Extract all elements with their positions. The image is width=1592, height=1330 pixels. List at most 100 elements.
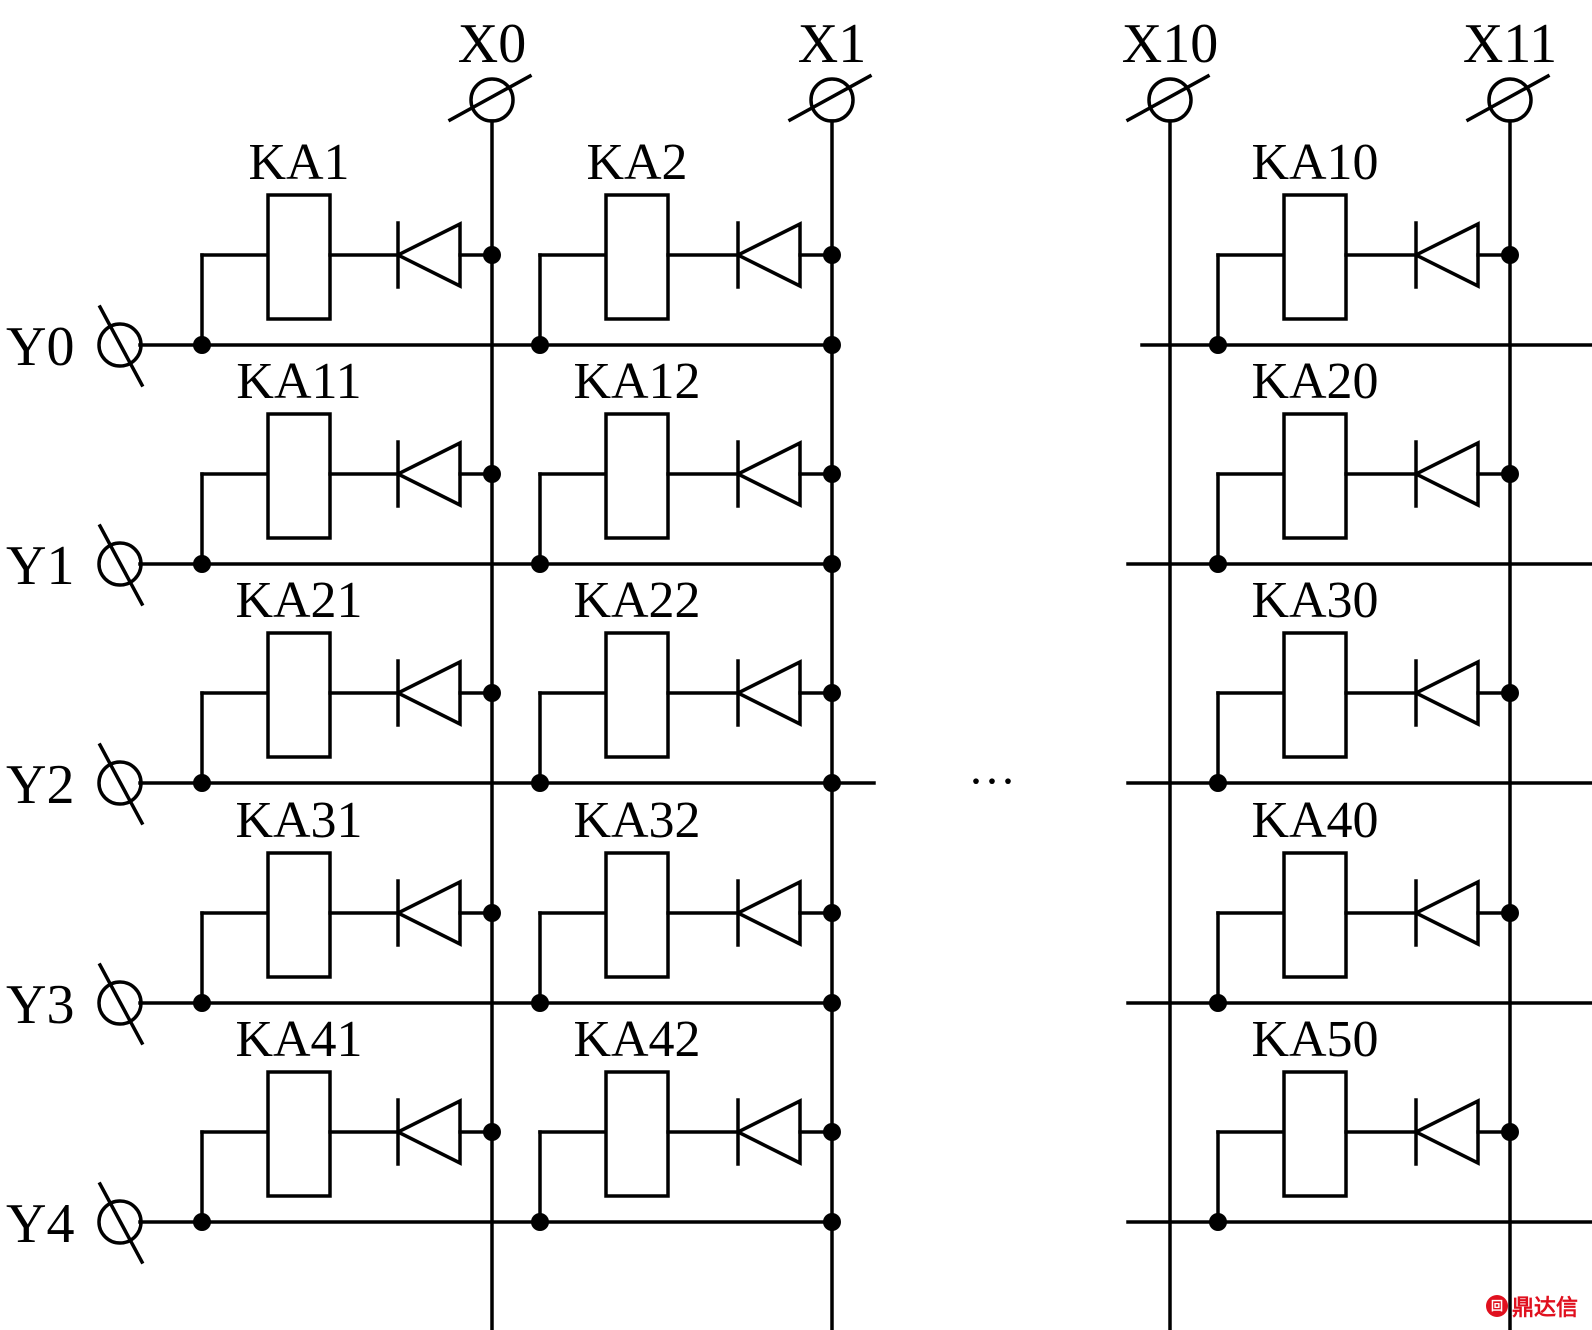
junction-dot (823, 555, 841, 573)
column-terminal (1487, 77, 1533, 123)
junction-dot (823, 904, 841, 922)
column-label: X0 (458, 13, 526, 75)
relay-coil (266, 412, 332, 540)
relay-label: KA31 (235, 792, 362, 849)
diode-triangle (1412, 659, 1480, 727)
junction-dot (823, 774, 841, 792)
diode-triangle (394, 879, 462, 947)
junction-dot (1209, 994, 1227, 1012)
watermark: 回 鼎达信 (1485, 1290, 1578, 1322)
column-terminal (469, 77, 515, 123)
junction-dot (483, 1123, 501, 1141)
row-label: Y2 (6, 754, 74, 816)
column-terminal (1147, 77, 1193, 123)
row-label: Y4 (6, 1193, 74, 1255)
terminal-slash (787, 73, 873, 123)
terminal-slash (1125, 73, 1211, 123)
diode-triangle (734, 659, 802, 727)
diode-triangle (1412, 440, 1480, 508)
relay-coil (266, 1070, 332, 1198)
junction-dot (823, 465, 841, 483)
junction-dot (823, 1123, 841, 1141)
relay-coil (1282, 412, 1348, 540)
junction-dot (1209, 1213, 1227, 1231)
relay-coil (604, 1070, 670, 1198)
junction-dot (1209, 774, 1227, 792)
terminal-slash (97, 523, 145, 607)
relay-coil (266, 193, 332, 321)
junction-dot (193, 1213, 211, 1231)
diode-triangle (394, 1098, 462, 1166)
column-label: X11 (1463, 13, 1557, 75)
terminal-slash (97, 1181, 145, 1265)
column-terminal (809, 77, 855, 123)
junction-dot (823, 994, 841, 1012)
relay-label: KA12 (573, 353, 700, 410)
row-label: Y3 (6, 974, 74, 1036)
relay-coil (266, 631, 332, 759)
junction-dot (193, 774, 211, 792)
terminal-slash (97, 742, 145, 826)
relay-coil (604, 193, 670, 321)
relay-coil (604, 851, 670, 979)
junction-dot (531, 994, 549, 1012)
junction-dot (531, 555, 549, 573)
relay-label: KA40 (1251, 792, 1378, 849)
relay-coil (1282, 193, 1348, 321)
relay-label: KA41 (235, 1011, 362, 1068)
diode-triangle (734, 221, 802, 289)
relay-coil (1282, 851, 1348, 979)
relay-coil (1282, 631, 1348, 759)
junction-dot (483, 684, 501, 702)
junction-dot (823, 246, 841, 264)
diode-triangle (394, 659, 462, 727)
ellipsis: ··· (968, 755, 1016, 808)
junction-dot (483, 246, 501, 264)
junction-dot (531, 774, 549, 792)
junction-dot (1501, 684, 1519, 702)
relay-label: KA1 (248, 134, 349, 191)
terminal-slash (1465, 73, 1551, 123)
diode-triangle (394, 221, 462, 289)
relay-label: KA11 (236, 353, 361, 410)
column-label: X1 (798, 13, 866, 75)
diode-triangle (734, 879, 802, 947)
diode-triangle (394, 440, 462, 508)
row-label: Y1 (6, 535, 74, 597)
junction-dot (193, 555, 211, 573)
relay-label: KA30 (1251, 572, 1378, 629)
terminal-slash (97, 304, 145, 388)
junction-dot (823, 336, 841, 354)
watermark-text: 鼎达信 (1511, 1296, 1578, 1321)
column-label: X10 (1122, 13, 1218, 75)
relay-label: KA2 (586, 134, 687, 191)
junction-dot (1209, 555, 1227, 573)
diode-triangle (1412, 879, 1480, 947)
junction-dot (531, 336, 549, 354)
relay-label: KA20 (1251, 353, 1378, 410)
junction-dot (483, 465, 501, 483)
watermark-logo-icon: 回 (1485, 1295, 1508, 1317)
junction-dot (1501, 246, 1519, 264)
junction-dot (823, 1213, 841, 1231)
relay-label: KA10 (1251, 134, 1378, 191)
junction-dot (1501, 465, 1519, 483)
diode-triangle (1412, 1098, 1480, 1166)
relay-label: KA21 (235, 572, 362, 629)
relay-coil (266, 851, 332, 979)
terminal-slash (447, 73, 533, 123)
junction-dot (823, 684, 841, 702)
terminal-slash (97, 962, 145, 1046)
relay-coil (604, 412, 670, 540)
relay-label: KA50 (1251, 1011, 1378, 1068)
relay-label: KA32 (573, 792, 700, 849)
row-label: Y0 (6, 316, 74, 378)
junction-dot (1209, 336, 1227, 354)
junction-dot (193, 994, 211, 1012)
relay-label: KA22 (573, 572, 700, 629)
junction-dot (531, 1213, 549, 1231)
diode-triangle (734, 440, 802, 508)
junction-dot (483, 904, 501, 922)
junction-dot (1501, 1123, 1519, 1141)
